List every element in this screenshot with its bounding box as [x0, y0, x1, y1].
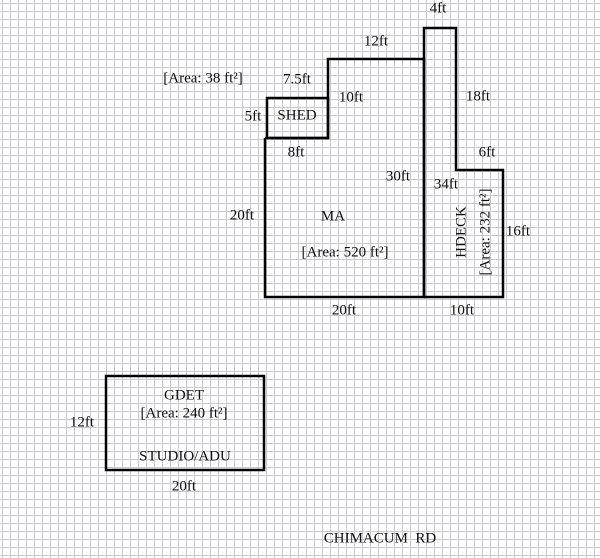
shed-dim-bottom: 8ft — [287, 144, 305, 161]
main-dim-right: 30ft — [385, 168, 411, 185]
shed-dim-left: 5ft — [244, 108, 262, 125]
hdeck-dim-bottom: 10ft — [449, 302, 475, 319]
shed-dim-top: 7.5ft — [283, 71, 311, 88]
gdet-dim-left: 12ft — [69, 414, 95, 431]
gdet-area-label: [Area: 240 ft²] — [140, 405, 228, 422]
hdeck-dim-upper-right: 18ft — [465, 88, 491, 105]
hdeck-dim-step: 6ft — [478, 144, 496, 161]
main-dim-left: 20ft — [229, 207, 255, 224]
shed-label: SHED — [277, 107, 317, 124]
hdeck-outline — [422, 26, 505, 299]
gdet-label: GDET — [164, 387, 204, 404]
main-area-label: [Area: 520 ft²] — [301, 244, 389, 261]
gdet-outline — [104, 374, 266, 472]
shed-dim-right: 10ft — [338, 89, 364, 106]
hdeck-dim-inner: 34ft — [433, 176, 459, 193]
gdet-use-label: STUDIO/ADU — [139, 448, 231, 465]
hdeck-area-label: [Area: 232 ft²] — [477, 188, 494, 276]
hdeck-dim-right: 16ft — [505, 223, 531, 240]
road-label: CHIMACUM RD — [323, 530, 437, 547]
hdeck-dim-top: 4ft — [429, 0, 447, 17]
hdeck-label: HDECK — [453, 206, 470, 258]
main-dim-top: 12ft — [363, 33, 389, 50]
shed-area-label: [Area: 38 ft²] — [163, 70, 243, 87]
gdet-dim-bottom: 20ft — [171, 478, 197, 495]
main-dim-bottom: 20ft — [331, 302, 357, 319]
main-label: MA — [320, 208, 346, 225]
